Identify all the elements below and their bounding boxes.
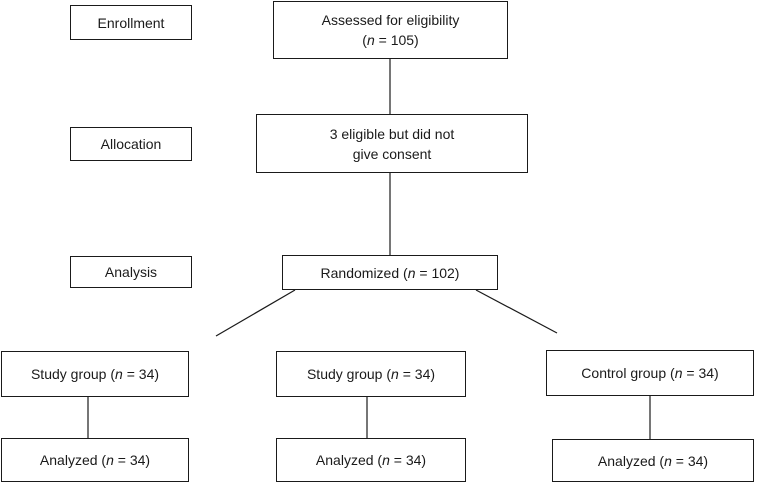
control-group-n-symbol: n <box>674 365 683 381</box>
connector-randomized-to-control <box>475 289 558 334</box>
control-group-text: Control group (n = 34) <box>581 363 718 383</box>
assessed-n-symbol: n <box>366 32 375 48</box>
analyzed-3-count: = 34) <box>671 452 709 469</box>
study-group-2-count: = 34) <box>398 366 436 382</box>
randomized-box: Randomized (n = 102) <box>282 255 498 290</box>
study-group-2-text: Study group (n = 34) <box>307 364 435 384</box>
analyzed-1-count: = 34) <box>113 452 151 468</box>
analyzed-2-count: = 34) <box>389 452 427 468</box>
study-group-1-box: Study group (n = 34) <box>1 351 189 397</box>
stage-enrollment-text: Enrollment <box>97 14 165 31</box>
consent-line-2: give consent <box>352 145 432 162</box>
randomized-label: Randomized ( <box>320 264 408 281</box>
stage-analysis-text: Analysis <box>104 264 158 280</box>
study-group-1-label: Study group ( <box>30 366 116 382</box>
analyzed-2-label: Analyzed ( <box>315 452 383 468</box>
analyzed-2-n-symbol: n <box>382 452 390 468</box>
study-group-2-label: Study group ( <box>306 366 392 382</box>
stage-label-enrollment: Enrollment <box>70 5 192 40</box>
connector-randomized-to-study1 <box>215 289 296 337</box>
stage-label-analysis: Analysis <box>70 256 192 288</box>
assessed-count-open: ( <box>362 32 367 48</box>
analyzed-1-label: Analyzed ( <box>39 452 107 468</box>
control-group-label: Control group ( <box>581 365 675 381</box>
analyzed-2-box: Analyzed (n = 34) <box>276 438 466 482</box>
analyzed-1-n-symbol: n <box>106 452 114 468</box>
study-group-1-count: = 34) <box>122 366 160 382</box>
stage-label-allocation: Allocation <box>70 127 192 161</box>
analyzed-3-n-symbol: n <box>664 452 672 469</box>
consent-line-1: 3 eligible but did not <box>329 125 455 142</box>
analyzed-3-box: Analyzed (n = 34) <box>552 439 754 482</box>
assessed-count-value: = 105) <box>374 32 419 48</box>
analyzed-3-text: Analyzed (n = 34) <box>598 451 708 471</box>
study-group-1-text: Study group (n = 34) <box>31 364 159 384</box>
assessed-text: Assessed for eligibility <box>321 12 460 28</box>
analyzed-3-label: Analyzed ( <box>597 452 665 469</box>
analyzed-1-text: Analyzed (n = 34) <box>40 450 150 470</box>
analyzed-1-box: Analyzed (n = 34) <box>1 438 189 482</box>
randomized-count-value: = 102) <box>415 264 460 281</box>
control-group-box: Control group (n = 34) <box>546 350 754 396</box>
no-consent-box: 3 eligible but did not give consent <box>256 114 528 173</box>
study-group-1-n-symbol: n <box>115 366 123 382</box>
study-group-2-n-symbol: n <box>391 366 399 382</box>
stage-allocation-text: Allocation <box>100 136 162 152</box>
assessed-eligibility-box: Assessed for eligibility (n = 105) <box>273 1 508 59</box>
assessed-count: (n = 105) <box>362 30 418 50</box>
randomized-text: Randomized (n = 102) <box>321 263 460 283</box>
study-group-2-box: Study group (n = 34) <box>276 351 466 397</box>
analyzed-2-text: Analyzed (n = 34) <box>316 450 426 470</box>
control-group-count: = 34) <box>682 365 719 381</box>
randomized-n-symbol: n <box>407 264 416 281</box>
